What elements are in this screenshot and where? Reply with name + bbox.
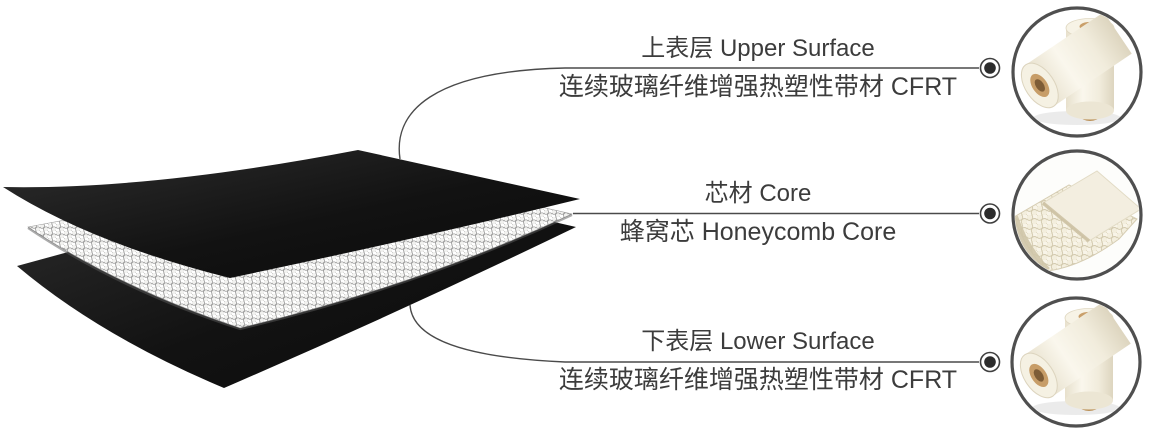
callout-core: 芯材 Core 蜂窝芯 Honeycomb Core [523, 179, 993, 247]
callout-upper: 上表层 Upper Surface 连续玻璃纤维增强热塑性带材 CFRT [523, 34, 993, 102]
lower-surface-photo [1010, 296, 1142, 428]
callout-marker-lower [979, 351, 1001, 373]
honeycomb-core-shadow-edge [27, 214, 573, 331]
lower-surface-subtitle: 连续玻璃纤维增强热塑性带材 CFRT [558, 366, 958, 394]
lower-surface-title: 下表层 Lower Surface [641, 328, 875, 355]
core-subtitle: 蜂窝芯 Honeycomb Core [619, 218, 897, 246]
callout-marker-core [979, 203, 1001, 224]
callout-line-lower [409, 304, 979, 363]
core-photo [1011, 149, 1143, 281]
upper-surface-subtitle: 连续玻璃纤维增强热塑性带材 CFRT [558, 73, 958, 101]
callout-lower: 下表层 Lower Surface 连续玻璃纤维增强热塑性带材 CFRT [523, 327, 993, 395]
upper-surface-title: 上表层 Upper Surface [641, 35, 875, 62]
callout-marker-upper [979, 57, 1001, 79]
core-title: 芯材 Core [704, 180, 812, 207]
callout-line-upper [398, 67, 979, 160]
upper-surface-photo [1011, 6, 1143, 138]
upper-surface-sheet [3, 150, 580, 278]
